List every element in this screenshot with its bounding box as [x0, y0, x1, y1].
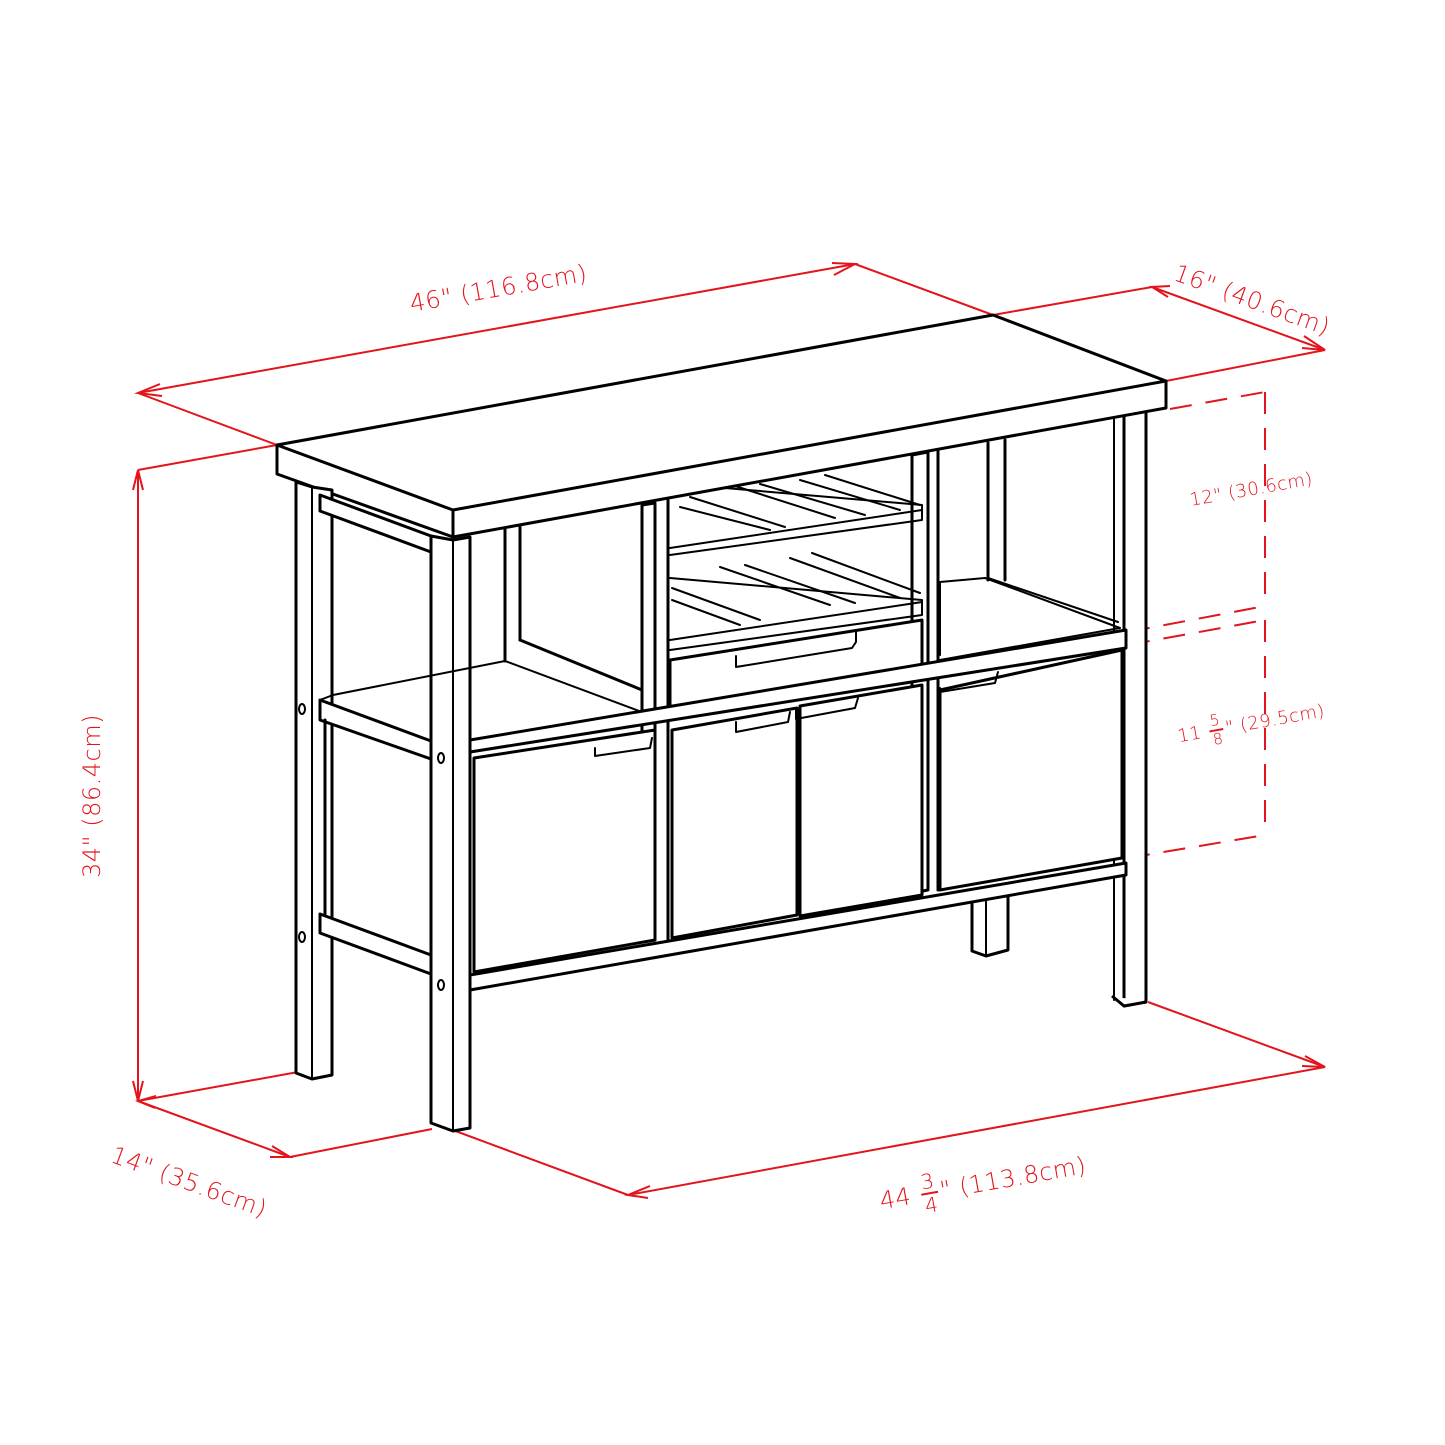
- cabinet-height-whole: 11: [1176, 722, 1204, 748]
- cabinet-door-3: [798, 683, 924, 918]
- door-1-handle: [594, 737, 653, 757]
- front-left-leg: [429, 534, 472, 1133]
- cabinet-door-2: [670, 706, 799, 940]
- tabletop: [275, 313, 1168, 539]
- back-left-leg: [294, 480, 334, 1081]
- sideboard-frame: [275, 313, 1168, 1133]
- overall-height-label: 34" (86.4cm): [78, 714, 106, 878]
- cabinet-door-1: [472, 728, 657, 974]
- cabinet-door-4: [938, 648, 1124, 892]
- cabinet-height-denominator: 8: [1211, 729, 1225, 750]
- base-width-whole: 44: [877, 1182, 914, 1216]
- door-2-handle: [735, 711, 791, 733]
- base-width-denominator: 4: [923, 1192, 941, 1219]
- door-4-handle: [939, 671, 999, 693]
- dimension-lines: [132, 262, 1326, 1199]
- drawer-handle: [735, 629, 857, 668]
- left-side-rail-bottom: [318, 912, 433, 976]
- left-side-rail-top: [318, 698, 433, 761]
- mid-front-rail: [468, 628, 1128, 754]
- door-3-handle: [795, 697, 859, 720]
- back-right-leg: [1122, 384, 1148, 1008]
- bottom-front-rail: [468, 861, 1128, 992]
